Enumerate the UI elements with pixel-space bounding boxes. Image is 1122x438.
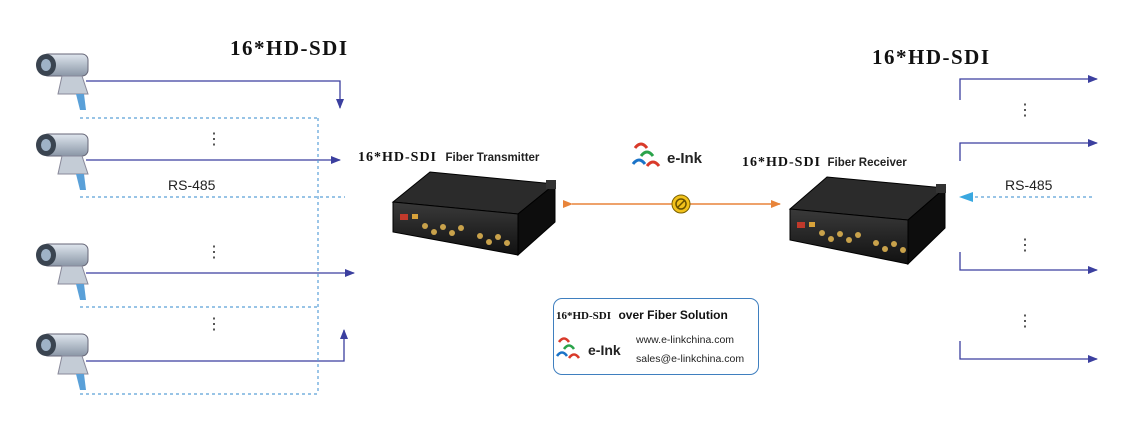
ellipsis-right-3: ⋮ xyxy=(1017,313,1033,330)
video-line xyxy=(959,139,1098,161)
video-line xyxy=(86,80,344,109)
transmitter-device-icon xyxy=(391,171,557,257)
info-brand-name: e-Ink xyxy=(588,342,621,358)
receiver-label: 16*HD-SDI Fiber Receiver xyxy=(742,153,907,170)
video-line xyxy=(959,252,1098,274)
camera-icon xyxy=(36,53,89,110)
left-title: 16*HD-SDI xyxy=(230,36,349,60)
rs485-label-left: RS-485 xyxy=(168,177,216,193)
camera-group-left xyxy=(36,53,89,390)
info-box-content: 16*HD-SDI over Fiber Solution e-Ink www.… xyxy=(555,306,744,365)
info-website: www.e-linkchina.com xyxy=(635,334,734,346)
video-lines-right xyxy=(959,75,1098,363)
info-title-prefix: 16*HD-SDI xyxy=(556,310,611,322)
ellipsis-left-3: ⋮ xyxy=(206,316,222,333)
transmitter-label: 16*HD-SDI Fiber Transmitter xyxy=(358,148,540,165)
video-line xyxy=(959,341,1098,363)
ellipsis-right-1: ⋮ xyxy=(1017,102,1033,119)
transmitter-prefix: 16*HD-SDI xyxy=(358,150,437,165)
camera-icon xyxy=(36,133,89,190)
receiver-prefix: 16*HD-SDI xyxy=(742,155,821,170)
info-title: 16*HD-SDI over Fiber Solution xyxy=(556,306,728,323)
ellipsis-left-1: ⋮ xyxy=(206,131,222,148)
eink-logo-icon xyxy=(631,142,661,167)
receiver-device-icon xyxy=(788,176,947,266)
brand-name-mid: e-Ink xyxy=(667,150,703,167)
camera-icon xyxy=(36,243,89,300)
receiver-name: Fiber Receiver xyxy=(827,157,907,169)
ellipsis-left-2: ⋮ xyxy=(206,244,222,261)
info-email: sales@e-linkchina.com xyxy=(636,353,744,365)
camera-icon xyxy=(36,333,89,390)
right-title: 16*HD-SDI xyxy=(872,45,991,69)
info-eink-logo-icon xyxy=(555,337,581,359)
video-line xyxy=(86,329,348,362)
solution-info-box: 16*HD-SDI over Fiber Solution e-Ink www.… xyxy=(553,298,759,375)
info-title-text: over Fiber Solution xyxy=(618,308,727,322)
video-line xyxy=(959,75,1098,100)
rs485-lines-left xyxy=(80,117,345,395)
transmitter-name: Fiber Transmitter xyxy=(445,152,539,164)
rs485-label-right: RS-485 xyxy=(1005,177,1053,193)
fiber-connector-icon xyxy=(671,194,691,214)
video-lines-left xyxy=(86,80,355,362)
ellipsis-right-2: ⋮ xyxy=(1017,237,1033,254)
